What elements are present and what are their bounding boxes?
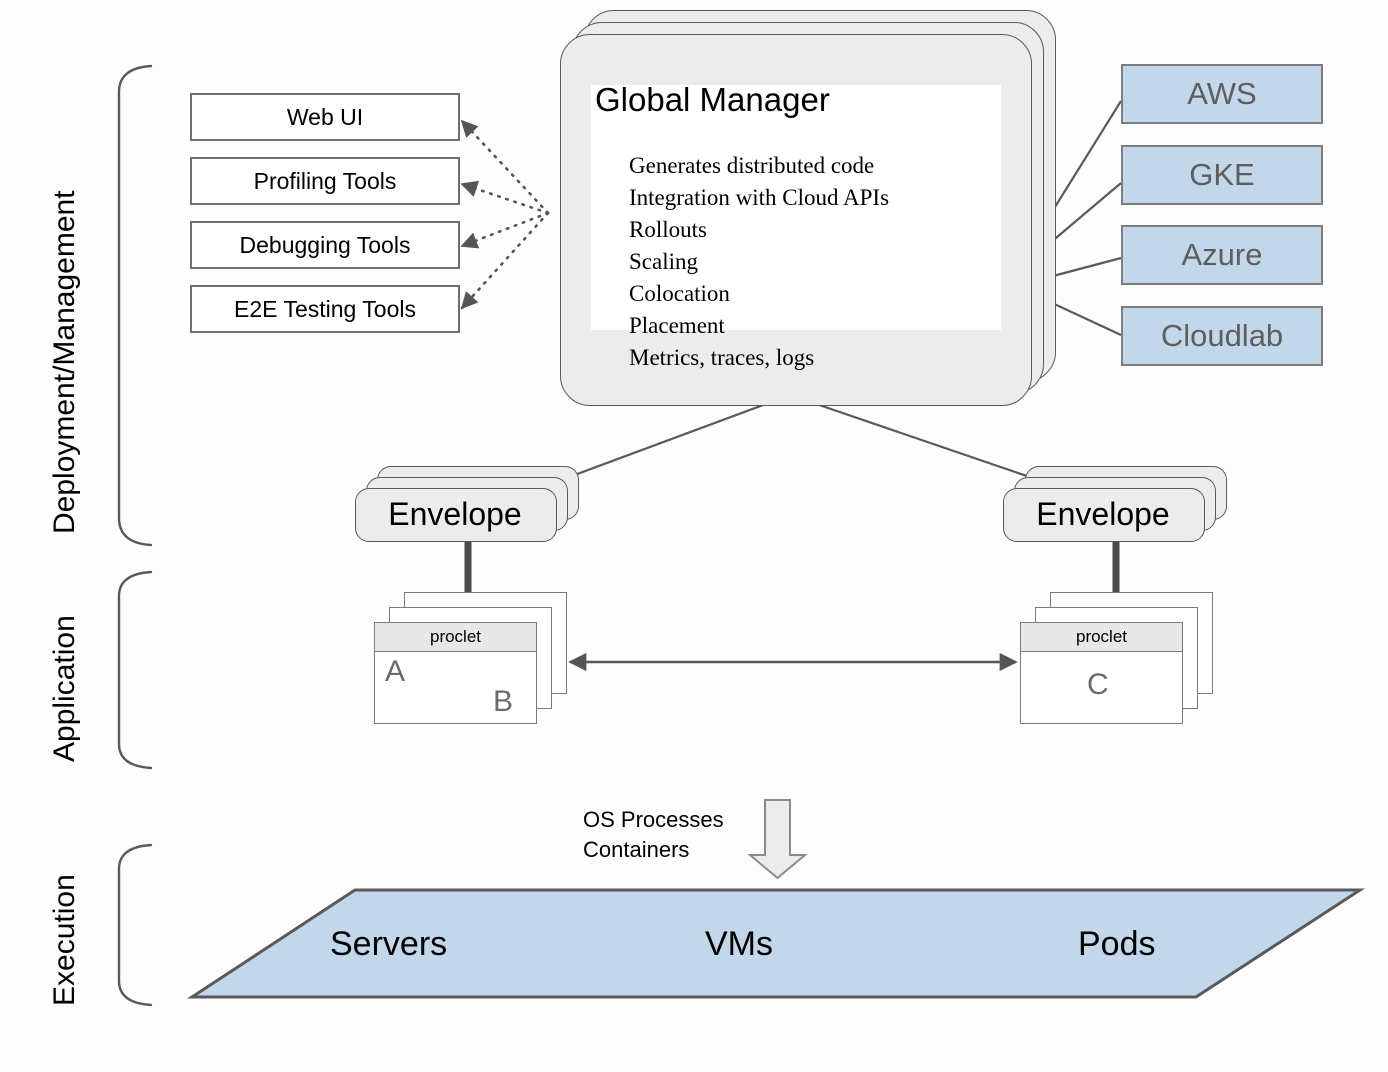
- responsibility-item: Colocation: [629, 281, 730, 306]
- envelope-label: Envelope: [388, 495, 522, 532]
- execution-note-line-2: Containers: [583, 837, 690, 862]
- down-arrow-icon: [747, 799, 808, 880]
- cloud-label: GKE: [1189, 157, 1255, 192]
- cloud-label: AWS: [1187, 76, 1257, 111]
- bracket-application: [117, 570, 153, 770]
- proclet-stack-right[interactable]: proclet C: [1020, 592, 1220, 727]
- layer-label-application: Application: [48, 615, 81, 762]
- cloud-box-cloudlab[interactable]: Cloudlab: [1121, 306, 1323, 366]
- tool-label: Debugging Tools: [239, 231, 411, 258]
- proclet-component-c: C: [1087, 668, 1109, 701]
- responsibility-item: Generates distributed code: [629, 153, 875, 178]
- responsibility-item: Rollouts: [629, 217, 707, 242]
- platform-label-pods: Pods: [1078, 925, 1156, 963]
- global-manager-content-panel: Generates distributed code Integration w…: [591, 85, 1001, 370]
- proclet-header: proclet: [375, 623, 536, 652]
- tool-box-profiling-tools[interactable]: Profiling Tools: [190, 157, 460, 205]
- cloud-box-aws[interactable]: AWS: [1121, 64, 1323, 124]
- global-manager[interactable]: Generates distributed code Integration w…: [560, 10, 1070, 406]
- proclet-component-a: A: [385, 655, 406, 688]
- responsibility-item: Scaling: [629, 249, 698, 274]
- bracket-deployment: [117, 64, 153, 547]
- gm-to-tools-arrows: [460, 119, 550, 310]
- tool-label: Profiling Tools: [253, 167, 397, 194]
- responsibility-item: Placement: [629, 313, 725, 338]
- envelope-stack-left[interactable]: Envelope: [355, 466, 587, 544]
- bracket-execution: [117, 843, 153, 1007]
- execution-note-line-1: OS Processes: [583, 807, 724, 832]
- platform-label-vms: VMs: [705, 925, 773, 963]
- cloud-label: Azure: [1181, 237, 1263, 272]
- arrow-to-debugging-tools: [460, 211, 550, 249]
- proclet-stack-left[interactable]: proclet A B: [374, 592, 574, 727]
- platform-label-servers: Servers: [330, 925, 448, 963]
- global-manager-responsibility-list: Generates distributed code Integration w…: [629, 150, 889, 374]
- envelope-card-front: [1003, 488, 1205, 542]
- global-manager-title: Global Manager: [595, 81, 830, 118]
- arrow-to-e2e-testing-tools: [460, 211, 550, 310]
- envelope-card-front: [355, 488, 557, 542]
- cloud-box-gke[interactable]: GKE: [1121, 145, 1323, 205]
- layer-label-execution: Execution: [48, 874, 81, 1006]
- tool-box-e2e-testing-tools[interactable]: E2E Testing Tools: [190, 285, 460, 333]
- arrow-to-profiling-tools: [460, 180, 550, 215]
- cloud-box-azure[interactable]: Azure: [1121, 225, 1323, 285]
- proclet-header: proclet: [1021, 623, 1182, 652]
- layer-label-deployment: Deployment/Management: [48, 190, 81, 534]
- layer-brackets: [117, 64, 153, 1007]
- tool-box-debugging-tools[interactable]: Debugging Tools: [190, 221, 460, 269]
- proclet-component-b: B: [493, 685, 514, 718]
- envelope-stack-right[interactable]: Envelope: [1003, 466, 1235, 544]
- execution-note: OS Processes Containers: [583, 805, 724, 865]
- cloud-label: Cloudlab: [1160, 318, 1284, 353]
- tool-label: E2E Testing Tools: [234, 295, 416, 322]
- proclet-card-front: proclet C: [1020, 622, 1183, 724]
- responsibility-item: Integration with Cloud APIs: [629, 185, 890, 210]
- arrow-to-web-ui: [460, 119, 550, 215]
- envelope-label: Envelope: [1036, 495, 1170, 532]
- responsibility-item: Metrics, traces, logs: [629, 345, 815, 370]
- tool-label: Web UI: [286, 103, 364, 130]
- tool-box-web-ui[interactable]: Web UI: [190, 93, 460, 141]
- global-manager-card-front: Generates distributed code Integration w…: [560, 34, 1032, 406]
- proclet-card-front: proclet A B: [374, 622, 537, 724]
